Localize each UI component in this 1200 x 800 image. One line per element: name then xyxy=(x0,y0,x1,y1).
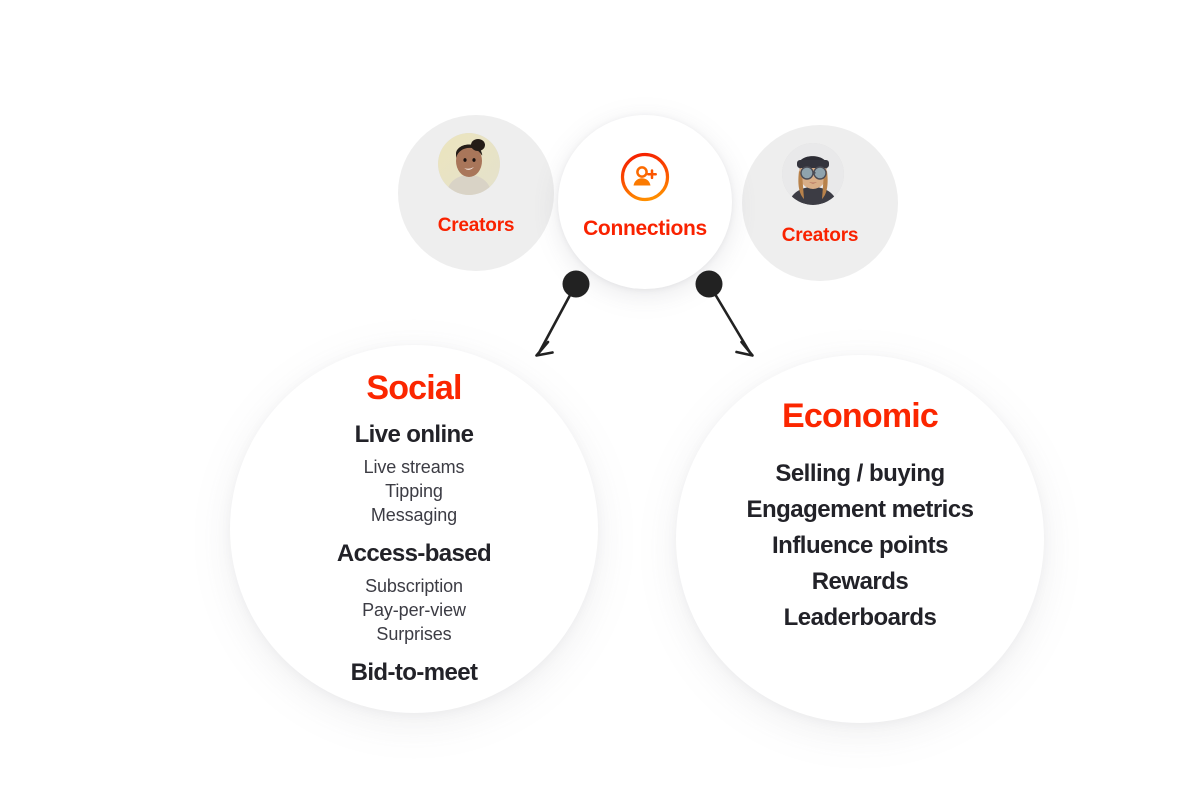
social-group-items: Live streams Tipping Messaging xyxy=(355,455,474,527)
creator-right-label: Creators xyxy=(781,225,859,246)
social-group-items: Subscription Pay-per-view Surprises xyxy=(337,574,491,646)
connector-dot-left xyxy=(562,270,590,298)
social-node[interactable]: Social Live online Live streams Tipping … xyxy=(230,345,598,713)
list-item: Influence points xyxy=(771,532,949,559)
connector-left xyxy=(535,270,590,357)
social-group-access-based: Access-based Subscription Pay-per-view S… xyxy=(336,540,492,646)
list-item: Subscription xyxy=(365,576,463,597)
social-group-live-online: Live online Live streams Tipping Messagi… xyxy=(354,421,474,527)
list-item: Selling / buying xyxy=(775,460,945,487)
connector-right xyxy=(695,270,754,357)
connector-dot-right xyxy=(695,270,723,298)
list-item: Tipping xyxy=(385,480,443,501)
social-group-heading: Access-based xyxy=(336,540,492,568)
person-add-icon xyxy=(619,151,671,203)
social-group-heading: Live online xyxy=(354,421,474,448)
economic-items: Selling / buying Engagement metrics Infl… xyxy=(746,456,974,636)
connections-label: Connections xyxy=(583,217,707,240)
economic-node[interactable]: Economic Selling / buying Engagement met… xyxy=(676,355,1044,723)
avatar xyxy=(782,143,844,205)
list-item: Engagement metrics xyxy=(746,496,974,523)
connections-node[interactable]: Connections xyxy=(558,115,732,289)
social-title: Social xyxy=(366,369,462,407)
list-item: Messaging xyxy=(370,505,458,526)
avatar xyxy=(438,133,500,195)
list-item: Live streams xyxy=(363,456,465,477)
social-group-bid-to-meet: Bid-to-meet xyxy=(351,660,478,687)
creator-node-left[interactable]: Creators xyxy=(398,115,554,271)
list-item: Surprises xyxy=(376,624,452,645)
economic-title: Economic xyxy=(781,397,939,435)
list-item: Rewards xyxy=(811,568,909,595)
creator-node-right[interactable]: Creators xyxy=(742,125,898,281)
list-item: Pay-per-view xyxy=(362,600,466,621)
social-group-heading: Bid-to-meet xyxy=(350,659,478,687)
creator-left-label: Creators xyxy=(437,215,515,236)
list-item: Leaderboards xyxy=(783,604,937,631)
